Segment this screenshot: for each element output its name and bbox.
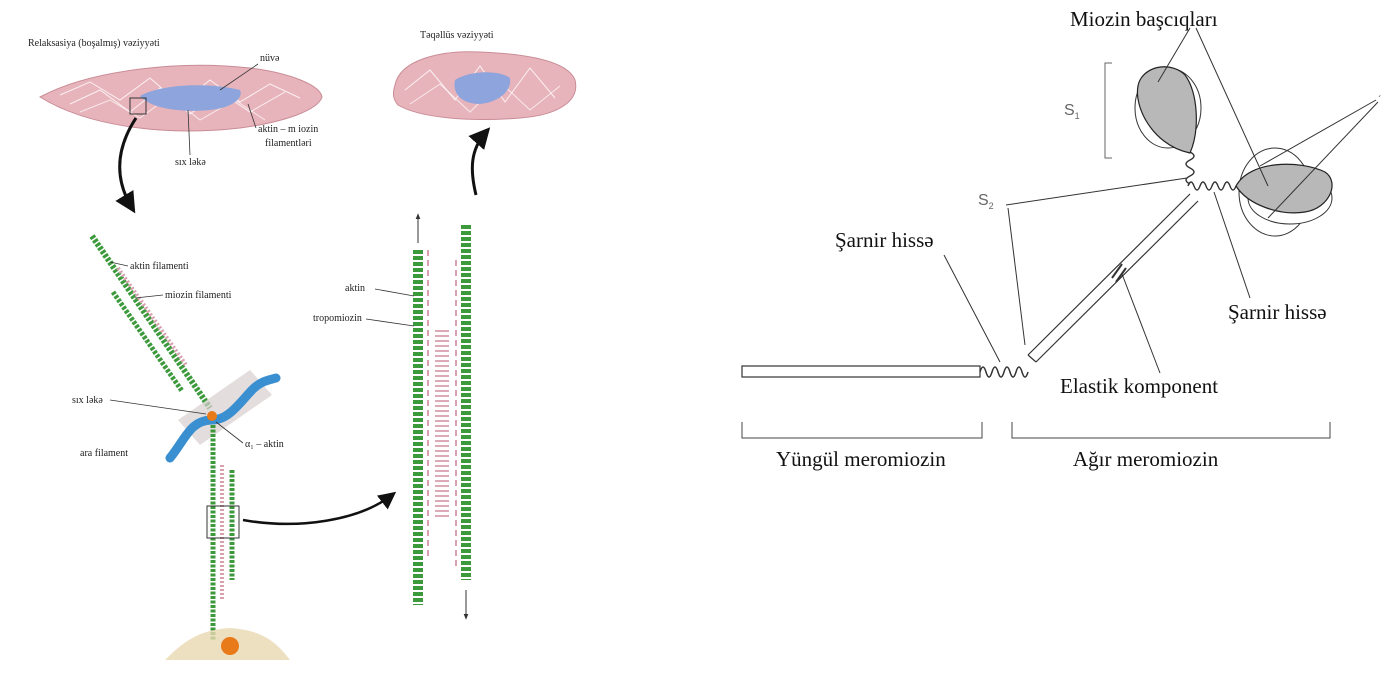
upper-myosin-heads [1134,66,1202,154]
light-meromyosin-rod [741,365,981,378]
s1-bracket [1104,62,1112,159]
s1-label: S1 [1064,102,1080,121]
contracted-state-label: Təqəllüs vəziyyəti [420,30,494,41]
upper-filament-bundle [89,234,213,410]
alpha-actin-label: α₁ – aktin [245,439,284,450]
dense-spot-label-mid: sıx ləkə [72,395,103,406]
smooth-muscle-diagram: Relaksasiya (boşalmış) vəziyyəti nüvə ak… [28,30,577,660]
dense-spot-dot [207,411,217,421]
right-myosin-heads [1235,147,1333,237]
relaxed-state-label: Relaksasiya (boşalmış) vəziyyəti [28,38,160,49]
dense-spot-label-top: sıx ləkə [175,157,206,168]
lower-filament-bundle [165,425,290,660]
heavy-meromyosin-bracket [1011,422,1331,439]
marker-tick: ´ [1378,95,1381,106]
nucleus-shape-contracted [454,72,511,104]
zoomed-filament-detail [413,213,471,620]
actin-myosin-label-line1: aktin – m iozin [258,124,318,135]
arrow-up [468,127,491,196]
actin-myosin-label-line2: filamentləri [265,138,312,149]
nucleus-label: nüvə [260,53,280,64]
hinge-left-label: Şarnir hissə [835,228,934,252]
zoom-box-top [129,97,147,115]
zoom-box-bottom [206,505,240,539]
zoom-arrow [242,491,397,526]
heavy-meromyosin-rod [1027,193,1199,363]
intermediate-filament-label: ara filament [80,448,128,459]
relaxed-cell [39,64,323,132]
light-meromyosin-bracket [741,422,983,439]
attachment-dot [221,637,239,655]
light-meromyosin-label: Yüngül meromiozin [776,447,946,471]
arrow-down [115,117,138,214]
lower-hinge-coil [979,366,1029,378]
myosin-filament-label: miozin filamenti [165,290,232,301]
nucleus-shape [140,85,241,111]
actin-label: aktin [345,283,365,294]
elastic-component-label: Elastik komponent [1060,374,1218,398]
contracted-cell [392,51,577,120]
heavy-meromyosin-label: Ağır meromiozin [1073,447,1219,471]
intermediate-filament [165,373,281,463]
s2-label: S2 [978,192,994,211]
dense-body-region [165,370,281,463]
hinge-right-label: Şarnir hissə [1228,300,1327,324]
neck-coil [1185,151,1195,185]
myosin-molecule-diagram: S1 S2 Miozin başcıqları ´ Şarnir hissə Ş… [741,7,1381,471]
myosin-heads-label: Miozin başcıqları [1070,7,1218,31]
tropomyosin-label: tropomiozin [313,313,362,324]
actin-filament-label: aktin filamenti [130,261,189,272]
upper-hinge-coil [1187,181,1237,191]
